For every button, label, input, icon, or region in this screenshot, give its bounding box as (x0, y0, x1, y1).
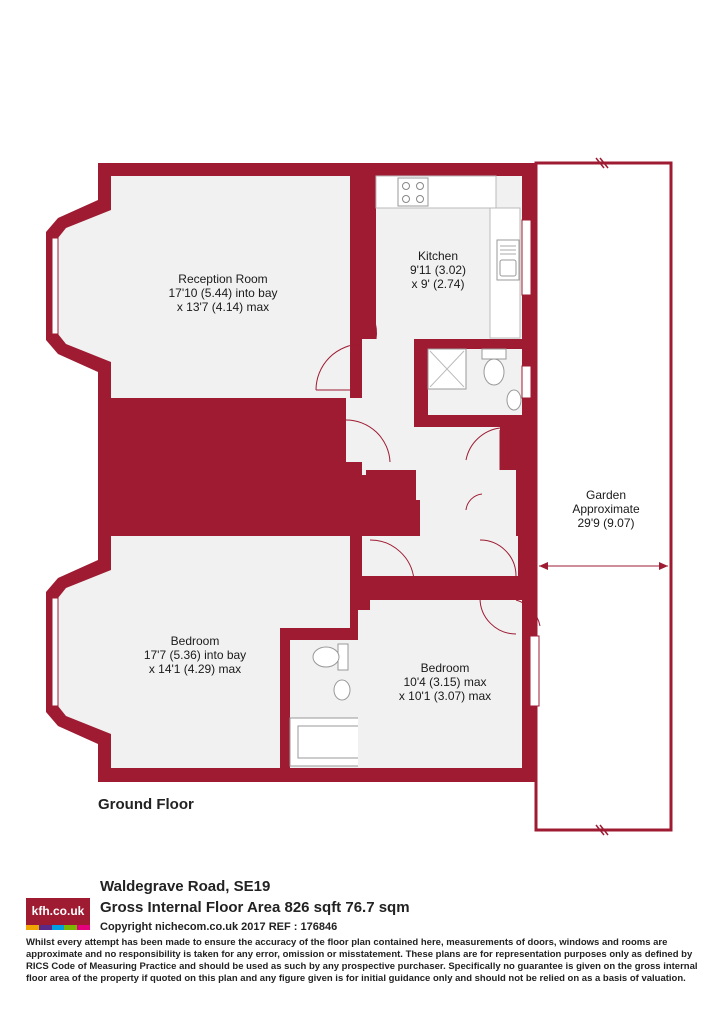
logo-color-strip (26, 925, 90, 930)
hob-icon (397, 177, 429, 207)
room-dimension: 10'4 (3.15) max (403, 675, 487, 689)
logo-text: kfh.co.uk (26, 898, 90, 925)
room-label-bedroom-1: Bedroom 17'7 (5.36) into bay x 14'1 (4.2… (135, 634, 255, 676)
toilet-icon (481, 348, 507, 386)
kitchen-worktop (375, 175, 497, 209)
reception-room-floor (111, 176, 350, 398)
room-name: Garden (585, 488, 627, 502)
room-label-garden: Garden Approximate 29'9 (9.07) (566, 488, 646, 530)
room-label-bedroom-2: Bedroom 10'4 (3.15) max x 10'1 (3.07) ma… (390, 661, 500, 703)
room-dimension: x 14'1 (4.29) max (148, 662, 242, 676)
logo-strip-segment (51, 925, 65, 930)
logo-strip-segment (64, 925, 78, 930)
logo-strip-segment (77, 925, 90, 930)
door-swings (315, 301, 541, 635)
floor-label: Ground Floor (98, 796, 194, 813)
room-name: Kitchen (417, 249, 459, 263)
copyright-text: Copyright nichecom.co.uk 2017 REF : 1768… (100, 921, 338, 933)
reception-window (51, 237, 59, 335)
logo-strip-segment (38, 925, 52, 930)
basin-icon (506, 389, 522, 411)
room-dimension: x 10'1 (3.07) max (398, 689, 492, 703)
room-name: Bedroom (420, 661, 470, 675)
logo-strip-segment (26, 925, 39, 930)
room-dimension: 9'11 (3.02) (409, 263, 467, 277)
room-label-kitchen: Kitchen 9'11 (3.02) x 9' (2.74) (398, 249, 478, 291)
floor-area: Gross Internal Floor Area 826 sqft 76.7 … (100, 899, 410, 916)
reception-top-window (200, 170, 272, 176)
room-dimension: 17'7 (5.36) into bay (143, 648, 247, 662)
room-label-reception: Reception Room 17'10 (5.44) into bay x 1… (163, 272, 283, 314)
arrow-left-icon (539, 562, 548, 570)
sink-icon (496, 239, 520, 281)
bedroom-1-window (51, 597, 59, 707)
bath-basin-icon (333, 679, 351, 701)
room-dimension: 17'10 (5.44) into bay (168, 286, 278, 300)
house-walls (46, 163, 540, 782)
cupboard-floor (430, 494, 466, 520)
room-name: Reception Room (178, 272, 268, 286)
kitchen-window (521, 219, 532, 296)
bedroom-2-window (529, 635, 540, 707)
arrow-right-icon (659, 562, 668, 570)
disclaimer-text: Whilst every attempt has been made to en… (26, 937, 698, 984)
room-dimension: 29'9 (9.07) (577, 516, 635, 530)
room-name: Bedroom (170, 634, 220, 648)
bath-toilet-icon (312, 643, 349, 671)
garden-area (534, 157, 673, 836)
floor-plan (46, 157, 673, 836)
property-address: Waldegrave Road, SE19 (100, 878, 271, 895)
hallway-floor (362, 339, 516, 575)
room-dimension: Approximate (572, 502, 640, 516)
kfh-logo[interactable]: kfh.co.uk (26, 898, 90, 934)
bedroom-1-floor (111, 536, 280, 768)
room-dimension: x 13'7 (4.14) max (176, 300, 270, 314)
shower-window (521, 365, 532, 399)
room-dimension: x 9' (2.74) (411, 277, 465, 291)
shower-icon (427, 348, 467, 390)
